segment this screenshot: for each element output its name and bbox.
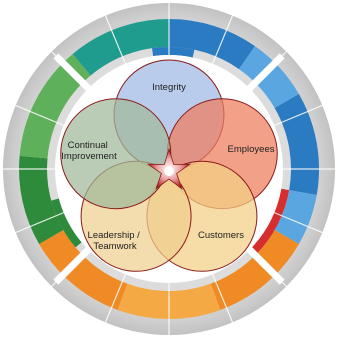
band-segment <box>169 19 256 70</box>
band-segment <box>19 54 91 159</box>
label-employees: Employees <box>228 144 275 155</box>
band-divider <box>274 212 323 234</box>
band-divider <box>212 274 234 323</box>
band-divider <box>104 15 126 64</box>
band-divider <box>15 104 64 126</box>
label-integrity: Integrity <box>152 82 186 93</box>
band-accent <box>51 198 82 248</box>
band-segment <box>274 190 317 244</box>
label-leadership-teamwork: Leadership / Teamwork <box>88 230 143 252</box>
band-accent <box>249 188 290 256</box>
center-star <box>146 147 192 190</box>
band-segment <box>274 94 319 196</box>
band-divider <box>15 212 64 234</box>
band-segment <box>72 19 169 76</box>
label-continual-improvement: Continual Improvement <box>61 140 117 162</box>
band-divider <box>274 104 323 126</box>
center-dot <box>164 166 174 176</box>
band-segment <box>18 155 64 244</box>
band-divider <box>104 274 126 323</box>
color-band <box>18 19 319 319</box>
band-segment <box>238 46 299 108</box>
band-segment <box>39 230 128 310</box>
petals <box>60 59 278 272</box>
label-customers: Customers <box>198 230 244 241</box>
band-divider <box>212 15 234 64</box>
band-segment <box>210 230 299 310</box>
band-accent <box>152 47 195 58</box>
